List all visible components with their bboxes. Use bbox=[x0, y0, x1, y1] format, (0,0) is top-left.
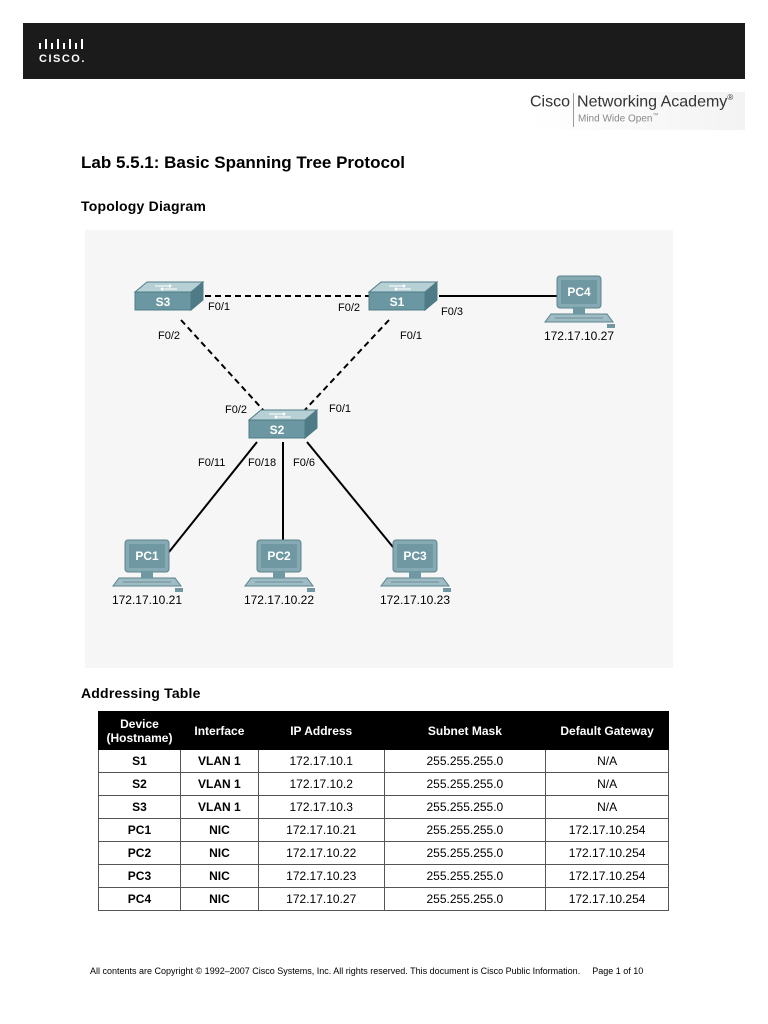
col-mask: Subnet Mask bbox=[383, 711, 547, 750]
addressing-table: Device (Hostname) Interface IP Address S… bbox=[98, 711, 669, 911]
cell-device: PC4 bbox=[98, 887, 181, 911]
cell-device: S3 bbox=[98, 795, 181, 819]
cell-interface: VLAN 1 bbox=[179, 795, 259, 819]
cell-device: PC3 bbox=[98, 864, 181, 888]
cell-gateway: N/A bbox=[545, 772, 669, 796]
cell-ip: 172.17.10.23 bbox=[257, 864, 385, 888]
cell-interface: VLAN 1 bbox=[179, 772, 259, 796]
cell-interface: VLAN 1 bbox=[179, 749, 259, 773]
pc1-label: PC1 bbox=[135, 549, 159, 563]
table-row: S3 VLAN 1 172.17.10.3 255.255.255.0 N/A bbox=[98, 795, 669, 819]
cisco-logo: CISCO. bbox=[36, 36, 96, 68]
switch-s2: S2 bbox=[248, 409, 318, 439]
cell-device: PC2 bbox=[98, 841, 181, 865]
table-row: S2 VLAN 1 172.17.10.2 255.255.255.0 N/A bbox=[98, 772, 669, 796]
cell-gateway: 172.17.10.254 bbox=[545, 841, 669, 865]
pc4-label: PC4 bbox=[567, 285, 591, 299]
link-s2-pc1 bbox=[168, 441, 258, 553]
port-s2-f02: F0/2 bbox=[225, 404, 247, 416]
col-device: Device (Hostname) bbox=[98, 711, 181, 750]
addressing-heading: Addressing Table bbox=[81, 685, 201, 701]
switch-s2-label: S2 bbox=[270, 423, 285, 437]
cell-device: PC1 bbox=[98, 818, 181, 842]
port-s2-f011: F0/11 bbox=[198, 457, 225, 469]
table-row: PC4 NIC 172.17.10.27 255.255.255.0 172.1… bbox=[98, 887, 669, 911]
cell-mask: 255.255.255.0 bbox=[383, 818, 547, 842]
table-row: S1 VLAN 1 172.17.10.1 255.255.255.0 N/A bbox=[98, 749, 669, 773]
link-s1-s2 bbox=[302, 319, 390, 413]
col-interface: Interface bbox=[179, 711, 259, 750]
port-s2-f01: F0/1 bbox=[329, 403, 351, 415]
col-gateway: Default Gateway bbox=[545, 711, 669, 750]
pc2-ip: 172.17.10.22 bbox=[244, 593, 314, 607]
port-s3-f01: F0/1 bbox=[208, 301, 230, 313]
academy-name: Networking Academy bbox=[577, 93, 728, 111]
cell-gateway: 172.17.10.254 bbox=[545, 864, 669, 888]
lab-title: Lab 5.5.1: Basic Spanning Tree Protocol bbox=[81, 153, 406, 172]
table-header-row: Device (Hostname) Interface IP Address S… bbox=[98, 711, 669, 750]
academy-tagline-tm: ™ bbox=[652, 113, 659, 119]
pc-pc4: PC4 bbox=[544, 275, 616, 329]
switch-s1-label: S1 bbox=[390, 295, 405, 309]
topology-diagram: S3 S1 S2 PC4 PC1 PC2 PC3 172.17.10.27 17… bbox=[85, 230, 673, 668]
pc2-label: PC2 bbox=[267, 549, 291, 563]
pc4-ip: 172.17.10.27 bbox=[544, 329, 614, 343]
port-s1-f02: F0/2 bbox=[338, 302, 360, 314]
cell-ip: 172.17.10.2 bbox=[257, 772, 385, 796]
pc3-ip: 172.17.10.23 bbox=[380, 593, 450, 607]
cell-interface: NIC bbox=[179, 864, 259, 888]
cell-mask: 255.255.255.0 bbox=[383, 864, 547, 888]
pc-pc1: PC1 bbox=[112, 539, 184, 593]
table-row: PC1 NIC 172.17.10.21 255.255.255.0 172.1… bbox=[98, 818, 669, 842]
networking-academy-logo: Cisco Networking Academy® Mind Wide Open™ bbox=[530, 92, 745, 130]
cell-interface: NIC bbox=[179, 841, 259, 865]
cell-ip: 172.17.10.27 bbox=[257, 887, 385, 911]
cell-mask: 255.255.255.0 bbox=[383, 841, 547, 865]
cell-mask: 255.255.255.0 bbox=[383, 887, 547, 911]
academy-tagline: Mind Wide Open bbox=[578, 113, 653, 125]
cell-ip: 172.17.10.3 bbox=[257, 795, 385, 819]
cisco-bars-icon bbox=[39, 39, 83, 49]
cell-gateway: N/A bbox=[545, 795, 669, 819]
cell-mask: 255.255.255.0 bbox=[383, 772, 547, 796]
pc-pc2: PC2 bbox=[244, 539, 316, 593]
page-footer: All contents are Copyright © 1992–2007 C… bbox=[90, 966, 643, 976]
pc1-ip: 172.17.10.21 bbox=[112, 593, 182, 607]
cell-device: S2 bbox=[98, 772, 181, 796]
col-ip: IP Address bbox=[257, 711, 385, 750]
port-s2-f06: F0/6 bbox=[293, 457, 315, 469]
cell-mask: 255.255.255.0 bbox=[383, 749, 547, 773]
header-bar: CISCO. bbox=[23, 23, 745, 79]
port-s1-f01: F0/1 bbox=[400, 330, 422, 342]
cell-device: S1 bbox=[98, 749, 181, 773]
copyright-text: All contents are Copyright © 1992–2007 C… bbox=[90, 966, 581, 976]
pc-pc3: PC3 bbox=[380, 539, 452, 593]
academy-cisco: Cisco bbox=[530, 93, 571, 111]
cell-interface: NIC bbox=[179, 818, 259, 842]
cell-gateway: N/A bbox=[545, 749, 669, 773]
cell-ip: 172.17.10.1 bbox=[257, 749, 385, 773]
port-s3-f02: F0/2 bbox=[158, 330, 180, 342]
page-number: Page 1 of 10 bbox=[592, 966, 644, 976]
cell-gateway: 172.17.10.254 bbox=[545, 887, 669, 911]
cell-ip: 172.17.10.21 bbox=[257, 818, 385, 842]
cell-gateway: 172.17.10.254 bbox=[545, 818, 669, 842]
cell-interface: NIC bbox=[179, 887, 259, 911]
cell-mask: 255.255.255.0 bbox=[383, 795, 547, 819]
port-s2-f018: F0/18 bbox=[248, 457, 276, 469]
pc3-label: PC3 bbox=[403, 549, 427, 563]
cell-ip: 172.17.10.22 bbox=[257, 841, 385, 865]
switch-s3-label: S3 bbox=[156, 295, 171, 309]
switch-s1: S1 bbox=[368, 281, 438, 311]
link-s3-s2 bbox=[180, 319, 266, 413]
link-s2-pc3 bbox=[306, 441, 398, 553]
academy-reg: ® bbox=[727, 93, 734, 102]
table-row: PC2 NIC 172.17.10.22 255.255.255.0 172.1… bbox=[98, 841, 669, 865]
topology-heading: Topology Diagram bbox=[81, 198, 207, 214]
cisco-logo-text: CISCO. bbox=[39, 53, 86, 65]
port-s1-f03: F0/3 bbox=[441, 306, 463, 318]
switch-s3: S3 bbox=[134, 281, 204, 311]
table-row: PC3 NIC 172.17.10.23 255.255.255.0 172.1… bbox=[98, 864, 669, 888]
